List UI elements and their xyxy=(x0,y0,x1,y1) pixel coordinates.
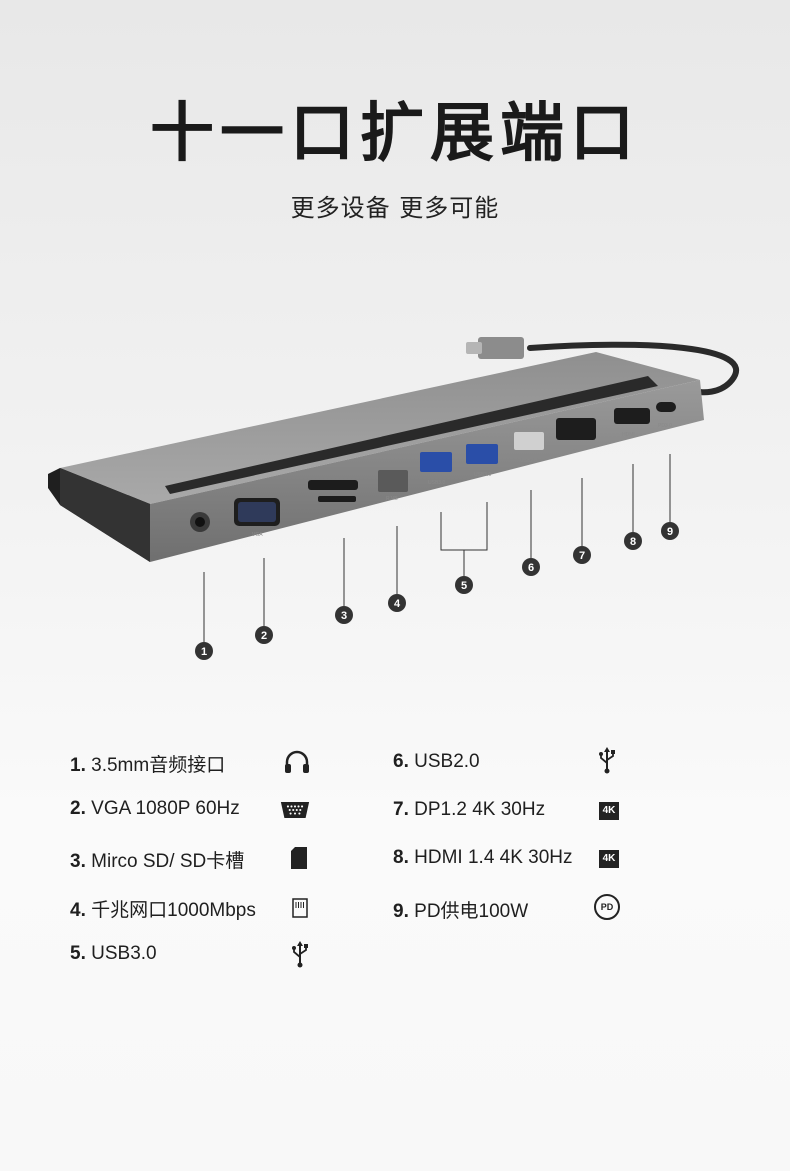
spec-text: DP1.2 4K 30Hz xyxy=(414,799,546,820)
spec-item-3: 3. Mirco SD/ SD卡槽 xyxy=(70,846,244,873)
callout-4: 4 xyxy=(394,598,401,610)
spec-item-7: 7. DP1.2 4K 30Hz xyxy=(393,799,545,821)
port-label-usb3-b: USB3.0 xyxy=(474,472,491,478)
spec-number: 5. xyxy=(70,943,86,964)
spec-text: 3.5mm音频接口 xyxy=(91,755,226,776)
spec-number: 8. xyxy=(393,847,409,868)
callout-lines xyxy=(203,454,671,642)
port-label-usb2: USB2.0 xyxy=(520,458,537,464)
device-top-groove xyxy=(165,376,658,494)
port-label-pd: PD3.0 xyxy=(658,423,672,429)
spec-number: 2. xyxy=(70,798,86,819)
pd-icon: PD xyxy=(592,892,622,922)
spec-text: HDMI 1.4 4K 30Hz xyxy=(414,847,573,868)
spec-number: 4. xyxy=(70,900,86,921)
port-label-vga: VGA xyxy=(252,532,263,538)
spec-text: Mirco SD/ SD卡槽 xyxy=(91,851,245,872)
callout-7: 7 xyxy=(579,550,585,562)
callout-9: 9 xyxy=(667,526,673,538)
spec-text: PD供电100W xyxy=(414,901,529,922)
vga-connector-icon xyxy=(280,795,310,825)
callout-6: 6 xyxy=(528,562,534,574)
spec-text: USB3.0 xyxy=(91,943,157,964)
ethernet-port-icon xyxy=(285,893,315,923)
spec-item-8: 8. HDMI 1.4 4K 30Hz xyxy=(393,847,573,869)
spec-item-6: 6. USB2.0 xyxy=(393,751,480,773)
usb-icon xyxy=(285,939,315,969)
spec-number: 6. xyxy=(393,751,409,772)
page-subtitle: 更多设备 更多可能 xyxy=(290,194,500,222)
port-label-hdmi: HDMI xyxy=(622,432,635,438)
device-top-surface xyxy=(60,352,700,504)
spec-item-2: 2. VGA 1080P 60Hz xyxy=(70,798,240,820)
4k-badge-icon: 4K xyxy=(594,844,624,874)
headphones-icon xyxy=(282,747,312,777)
spec-number: 3. xyxy=(70,851,86,872)
device-ports xyxy=(190,402,676,532)
port-label-rj45: RJ45 xyxy=(386,496,398,502)
callout-8: 8 xyxy=(630,536,636,548)
spec-item-4: 4. 千兆网口1000Mbps xyxy=(70,895,256,922)
spec-item-1: 1. 3.5mm音频接口 xyxy=(70,750,225,777)
docking-station-illustration: VGA RJ45 USB3.0 USB3.0 USB2.0 DP HDMI PD… xyxy=(48,337,739,660)
page-title: 十一口扩展端口 xyxy=(150,97,640,171)
callout-3: 3 xyxy=(341,610,347,622)
callout-5: 5 xyxy=(461,580,467,592)
usb-c-connector xyxy=(478,337,524,359)
callout-1: 1 xyxy=(201,646,207,658)
usb-icon xyxy=(592,745,622,775)
spec-number: 7. xyxy=(393,799,409,820)
spec-text: USB2.0 xyxy=(414,751,480,772)
usb-c-cable xyxy=(527,341,739,396)
spec-item-5: 5. USB3.0 xyxy=(70,943,157,965)
sd-card-icon xyxy=(284,843,314,873)
4k-badge-icon: 4K xyxy=(594,796,624,826)
spec-text: VGA 1080P 60Hz xyxy=(91,798,240,819)
spec-number: 1. xyxy=(70,755,86,776)
spec-item-9: 9. PD供电100W xyxy=(393,896,528,923)
callout-badges: 1 2 3 4 5 6 7 8 9 xyxy=(195,522,679,660)
port-label-usb3-a: USB3.0 xyxy=(428,480,445,486)
callout-2: 2 xyxy=(261,630,267,642)
spec-text: 千兆网口1000Mbps xyxy=(91,900,256,921)
spec-number: 9. xyxy=(393,901,409,922)
port-label-dp: DP xyxy=(572,446,580,452)
